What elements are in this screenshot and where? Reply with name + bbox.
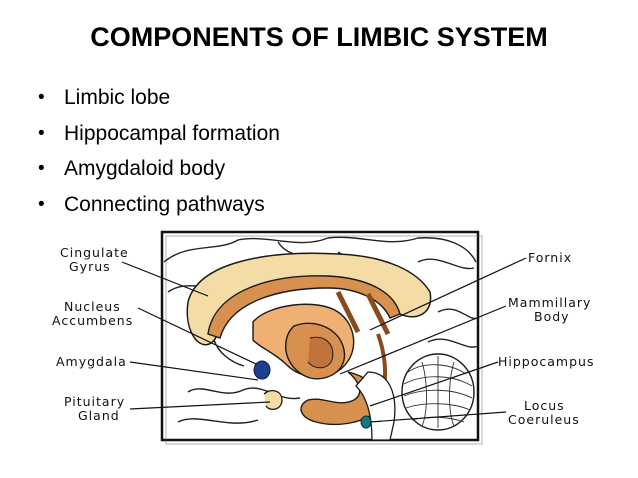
- label-fornix: Fornix: [528, 250, 572, 265]
- amygdala-dot: [253, 360, 271, 380]
- label-pituitary-1: Pituitary: [64, 394, 125, 409]
- brain-illustration: [160, 230, 483, 445]
- bullet-dot: •: [38, 87, 45, 108]
- label-hippocampus: Hippocampus: [498, 354, 594, 369]
- label-cingulate-2: Gyrus: [69, 259, 111, 274]
- fornix-columns: [335, 290, 391, 336]
- label-mammillary-1: Mammillary: [508, 295, 591, 310]
- label-pituitary-2: Gland: [78, 408, 120, 423]
- slide-title: COMPONENTS OF LIMBIC SYSTEM: [90, 22, 548, 52]
- cerebellum-shape: [401, 353, 475, 431]
- bullet-dot: •: [38, 158, 45, 179]
- bullet-text: Connecting pathways: [64, 192, 265, 216]
- bullet-dot: •: [38, 193, 45, 215]
- bullet-list: • Limbic lobe • Hippocampal formation • Amy…: [38, 80, 280, 222]
- bullet-text: Hippocampal formation: [64, 121, 280, 145]
- limbic-diagram-svg: Cingulate Gyrus Nucleus Accumbens Amygda…: [52, 230, 594, 445]
- bullet-item: • Connecting pathways: [38, 187, 280, 223]
- label-mammillary-2: Body: [534, 309, 570, 324]
- leader-lines: [121, 257, 527, 423]
- bullet-item: • Hippocampal formation: [38, 116, 280, 152]
- bullet-dot: •: [38, 122, 45, 144]
- bullet-text: Limbic lobe: [64, 86, 171, 109]
- label-amygdala: Amygdala: [56, 354, 127, 369]
- bullet-item: • Amygdaloid body: [38, 151, 280, 187]
- brainstem-shape: [355, 371, 396, 441]
- bullet-item: • Limbic lobe: [38, 80, 280, 116]
- label-cingulate-1: Cingulate: [60, 245, 129, 260]
- label-locus-2: Coeruleus: [508, 412, 580, 427]
- fornix-shape: [207, 275, 401, 339]
- label-nucleus-2: Accumbens: [52, 313, 133, 328]
- pituitary-shape: [263, 389, 283, 411]
- locus-coeruleus-dot: [360, 415, 372, 429]
- label-nucleus-1: Nucleus: [64, 299, 121, 314]
- bullet-text: Amygdaloid body: [64, 157, 226, 180]
- limbic-diagram: Cingulate Gyrus Nucleus Accumbens Amygda…: [38, 222, 604, 456]
- label-locus-1: Locus: [524, 398, 565, 413]
